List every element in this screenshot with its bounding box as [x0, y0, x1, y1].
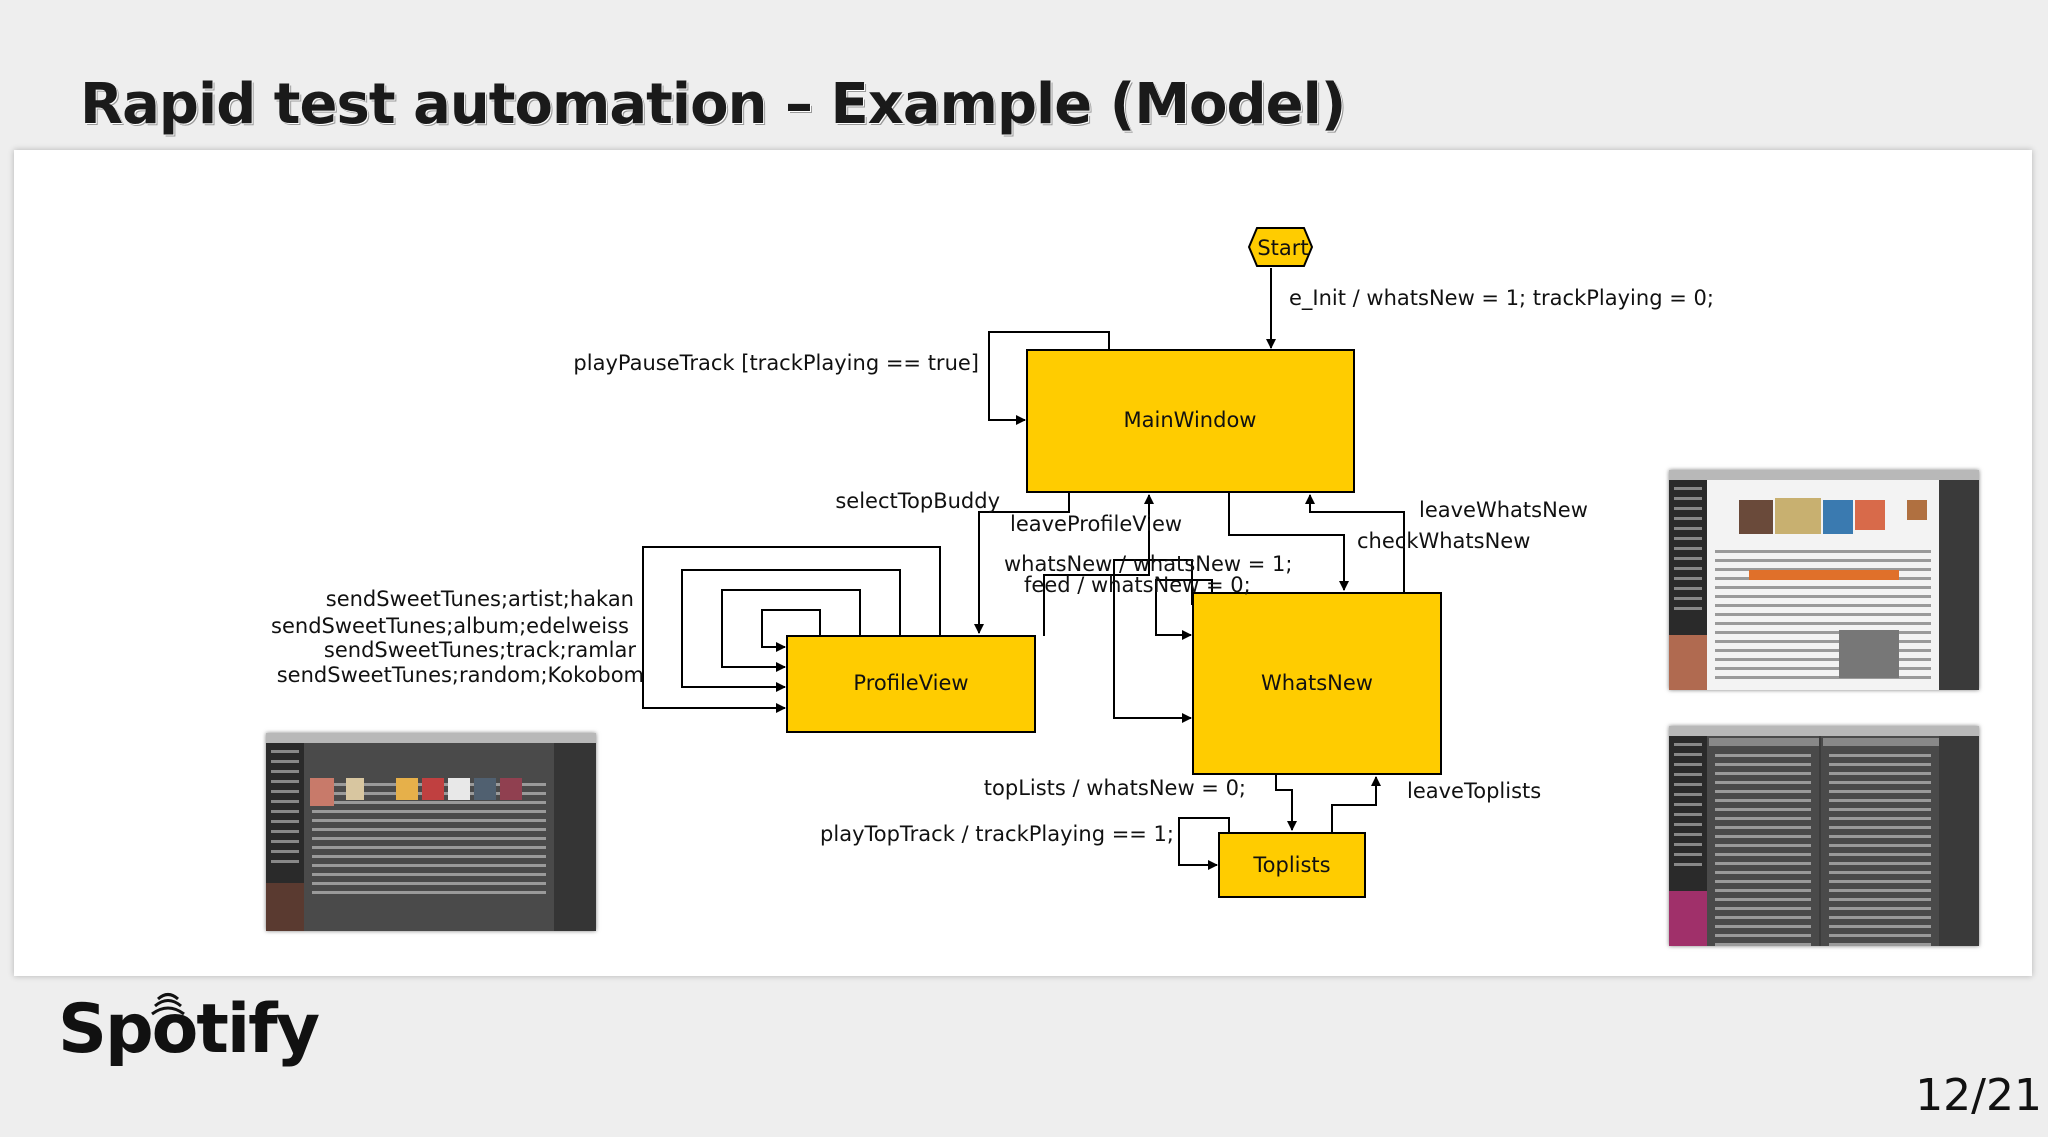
edge-send-random-loop — [761, 609, 821, 652]
state-whats-new: WhatsNew — [1192, 592, 1442, 775]
label-leave-profile-view: leaveProfileView — [1010, 512, 1182, 536]
app-screenshot-toplists — [1669, 726, 1979, 946]
edge-leave-whats-new — [1305, 494, 1405, 592]
state-profile-view-label: ProfileView — [853, 671, 968, 695]
label-play-pause-track: playPauseTrack [trackPlaying == true] — [573, 351, 979, 375]
page-number: 12/21 — [1915, 1070, 2042, 1121]
label-select-top-buddy: selectTopBuddy — [835, 489, 1000, 513]
label-send-artist: sendSweetTunes;artist;hakan — [326, 587, 634, 611]
edge-whats-new-loop-outer — [1113, 559, 1193, 723]
label-check-whats-new: checkWhatsNew — [1357, 529, 1530, 553]
state-profile-view: ProfileView — [786, 635, 1036, 733]
app-screenshot-whats-new — [1669, 470, 1979, 690]
state-toplists-label: Toplists — [1252, 853, 1330, 877]
edge-select-top-buddy — [974, 493, 1070, 634]
edge-send-artist-loop — [642, 546, 941, 713]
edge-play-top-track-loop — [1178, 817, 1230, 870]
edge-send-track-loop — [721, 589, 861, 672]
state-toplists: Toplists — [1218, 832, 1366, 898]
label-send-album: sendSweetTunes;album;edelweiss — [271, 614, 629, 638]
transition-labels: e_Init / whatsNew = 1; trackPlaying = 0;… — [271, 286, 1714, 846]
edge-check-whats-new — [1228, 492, 1349, 591]
label-send-track: sendSweetTunes;track;ramlar — [324, 638, 636, 662]
edge-leave-toplists — [1331, 776, 1381, 833]
state-diagram: Start MainWindow ProfileView WhatsNew To… — [271, 227, 1714, 898]
label-leave-toplists: leaveToplists — [1407, 779, 1541, 803]
edge-send-album-loop — [681, 569, 901, 692]
edge-leave-profile-view — [1043, 494, 1154, 636]
content-panel: Start MainWindow ProfileView WhatsNew To… — [14, 150, 2032, 976]
state-whats-new-label: WhatsNew — [1261, 671, 1373, 695]
slide-title: Rapid test automation – Example (Model) — [80, 72, 1346, 137]
spotify-logo: Spotify — [58, 990, 320, 1069]
edge-whats-new-loop-inner — [1155, 579, 1213, 640]
edge-top-lists — [1275, 775, 1297, 831]
state-main-window-label: MainWindow — [1124, 408, 1257, 432]
label-leave-whats-new: leaveWhatsNew — [1419, 498, 1588, 522]
edge-play-pause-track — [988, 331, 1110, 425]
label-whats-new-line1: whatsNew / whatsNew = 1; — [1004, 552, 1292, 576]
state-start: Start — [1247, 227, 1314, 267]
transition-edges — [642, 268, 1405, 870]
label-send-random: sendSweetTunes;random;Kokobom — [277, 663, 644, 687]
label-play-top-track: playTopTrack / trackPlaying == 1; — [820, 822, 1174, 846]
label-whats-new-line2: feed / whatsNew = 0; — [1024, 573, 1251, 597]
state-start-label: Start — [1257, 236, 1308, 260]
state-main-window: MainWindow — [1026, 349, 1355, 493]
label-e-init: e_Init / whatsNew = 1; trackPlaying = 0; — [1289, 286, 1714, 311]
spotify-sound-waves-icon — [151, 993, 185, 1016]
label-top-lists: topLists / whatsNew = 0; — [984, 776, 1246, 800]
app-screenshot-profile — [266, 733, 596, 931]
